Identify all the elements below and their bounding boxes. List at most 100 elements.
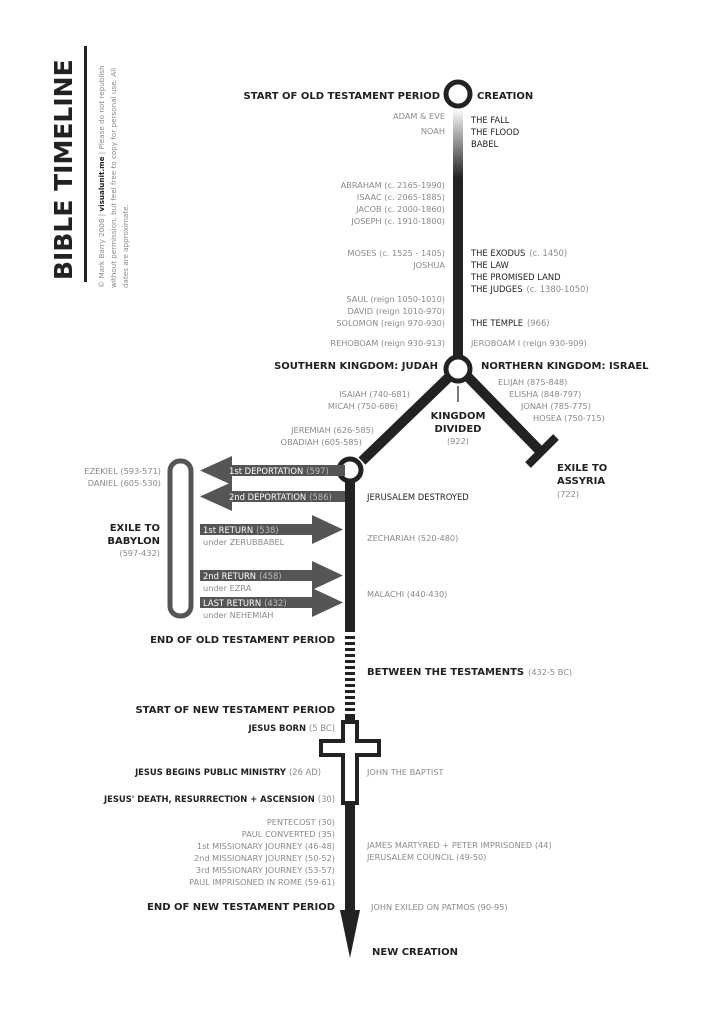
jerusalem-destroyed-label: JERUSALEM DESTROYED [366,492,469,502]
nt-trunk [345,805,355,920]
return-3-under: under NEHEMIAH [203,610,273,620]
prophet-zechariah: ZECHARIAH (520-480) [367,533,458,543]
ot-event-fall: THE FALL [470,115,510,125]
creation-label: CREATION [477,91,533,102]
john-baptist-label: JOHN THE BAPTIST [366,767,444,777]
credits-notice: | Please do not republish [97,65,106,156]
between-testaments-text: BETWEEN THE TESTAMENTS [367,667,524,678]
prophet-malachi: MALACHI (440-430) [367,589,447,599]
ministry-text: JESUS BEGINS PUBLIC MINISTRY [134,767,287,777]
between-testaments-label: BETWEEN THE TESTAMENTS(432-5 BC) [367,667,572,678]
ot-person-jacob: JACOB (c. 2000-1860) [355,204,445,214]
nt-start-label: START OF NEW TESTAMENT PERIOD [135,705,335,716]
ot-person-solomon: SOLOMON (reign 970-930) [336,318,445,328]
israel-label: NORTHERN KINGDOM: ISRAEL [481,361,649,372]
ot-event-promised-land: THE PROMISED LAND [470,272,561,282]
ot-trunk [453,178,463,356]
page-title: BIBLE TIMELINE [49,59,78,280]
new-creation-arrowhead [340,910,360,958]
ot-person-abraham: ABRAHAM (c. 2165-1990) [341,180,445,190]
ministry-label: JESUS BEGINS PUBLIC MINISTRY(26 AD) [134,767,321,777]
deportation-1-date: (597) [306,466,329,476]
ot-person-joshua: JOSHUA [412,260,445,270]
nt-trunk-top [345,714,355,722]
assyria-label-2: ASSYRIA [557,476,605,487]
ot-person-moses: MOSES (c. 1525 - 1405) [347,248,445,258]
israel-prophet-elijah: ELIJAH (875-848) [498,377,567,387]
ot-event-flood: THE FLOOD [470,127,519,137]
ot-event-temple-date: (966) [527,318,550,328]
death-resurrection-text: JESUS' DEATH, RESURRECTION + ASCENSION [103,794,315,804]
ot-event-babel: BABEL [471,139,499,149]
return-1-under: under ZERUBBABEL [203,537,285,547]
israel-branch [464,373,545,456]
nt-event-paul-rome: PAUL IMPRISONED IN ROME (59-61) [189,877,335,887]
ministry-date: (26 AD) [289,767,321,777]
jesus-born-label: JESUS BORN(5 BC) [247,723,335,733]
divided-label: DIVIDED [435,424,482,435]
creation-node [443,79,473,109]
credits-site: visualunit.me [97,156,106,211]
return-2-date: (458) [259,571,282,581]
babylon-exile-box [167,458,194,619]
return-2-under: under EZRA [203,583,252,593]
nt-event-journey-2: 2nd MISSIONARY JOURNEY (50-52) [194,853,335,863]
deportation-2-arrow [200,482,345,511]
return-1-date: (538) [256,525,279,535]
exile-prophet-ezekiel: EZEKIEL (593-571) [84,466,161,476]
deportation-2-date: (586) [309,492,332,502]
ot-event-judges-label: THE JUDGES [470,284,523,294]
israel-prophet-hosea: HOSEA (750-715) [533,413,605,423]
divided-date: (922) [447,436,469,446]
judah-prophet-micah: MICAH (750-686) [328,401,398,411]
babylon-label-1: EXILE TO [110,523,160,534]
judah-prophet-obadiah: OBADIAH (605-585) [281,437,362,447]
return-2-text: 2nd RETURN [203,571,256,581]
judah-trunk [345,480,355,632]
deportation-1-text: 1st DEPORTATION [229,466,303,476]
credits-copyright: © Mark Barry 2008 | [97,212,106,288]
kingdom-label: KINGDOM [431,411,486,422]
return-1-label: 1st RETURN(538) [203,525,279,535]
ot-end-label: END OF OLD TESTAMENT PERIOD [150,635,335,646]
credits-line-3: dates are approximate. [121,204,130,288]
return-3-label: LAST RETURN(432) [203,598,287,608]
between-testaments-dashes [345,636,355,711]
jesus-born-date: (5 BC) [309,723,335,733]
ot-event-judges-date: (c. 1380-1050) [527,284,589,294]
assyria-label-1: EXILE TO [557,463,607,474]
ot-gradient-segment [453,108,463,178]
return-2-label: 2nd RETURN(458) [203,571,282,581]
return-2-arrow [200,561,343,590]
return-1-arrow [200,515,343,544]
ot-event-law: THE LAW [470,260,509,270]
nt-event-journey-1: 1st MISSIONARY JOURNEY (46-48) [197,841,335,851]
assyria-date: (722) [557,489,579,499]
return-3-arrow [200,588,343,617]
israel-prophet-jonah: JONAH (785-775) [520,401,591,411]
ot-person-isaac: ISAAC (c. 2065-1885) [357,192,445,202]
ot-event-exodus-label: THE EXODUS [470,248,525,258]
nt-event-paul-converted: PAUL CONVERTED (35) [242,829,335,839]
babylon-date: (597-432) [119,548,160,558]
nt-event-pentecost: PENTECOST (30) [267,817,335,827]
ot-event-exodus-date: (c. 1450) [529,248,567,258]
new-creation-label: NEW CREATION [372,947,458,958]
cross-symbol [319,720,381,805]
death-resurrection-label: JESUS' DEATH, RESURRECTION + ASCENSION(3… [103,794,335,804]
ot-person-joseph: JOSEPH (c. 1910-1800) [350,216,445,226]
judah-label: SOUTHERN KINGDOM: JUDAH [274,361,438,372]
patmos-label: JOHN EXILED ON PATMOS (90-95) [370,902,508,912]
ot-event-judges: THE JUDGES (c. 1380-1050) [470,284,589,294]
ot-person-noah: NOAH [421,126,445,136]
ot-start-label: START OF OLD TESTAMENT PERIOD [244,91,440,102]
babylon-label-2: BABYLON [107,536,160,547]
deportation-1-label: 1st DEPORTATION(597) [229,466,329,476]
title-divider [84,46,87,282]
nt-event-journey-3: 3rd MISSIONARY JOURNEY (53-57) [196,865,335,875]
return-3-text: LAST RETURN [203,598,261,608]
nt-event-james-martyred: JAMES MARTYRED + PETER IMPRISONED (44) [366,840,552,850]
deportation-1-arrow [200,456,345,485]
return-1-text: 1st RETURN [203,525,253,535]
ot-person-adam-eve: ADAM & EVE [393,111,445,121]
